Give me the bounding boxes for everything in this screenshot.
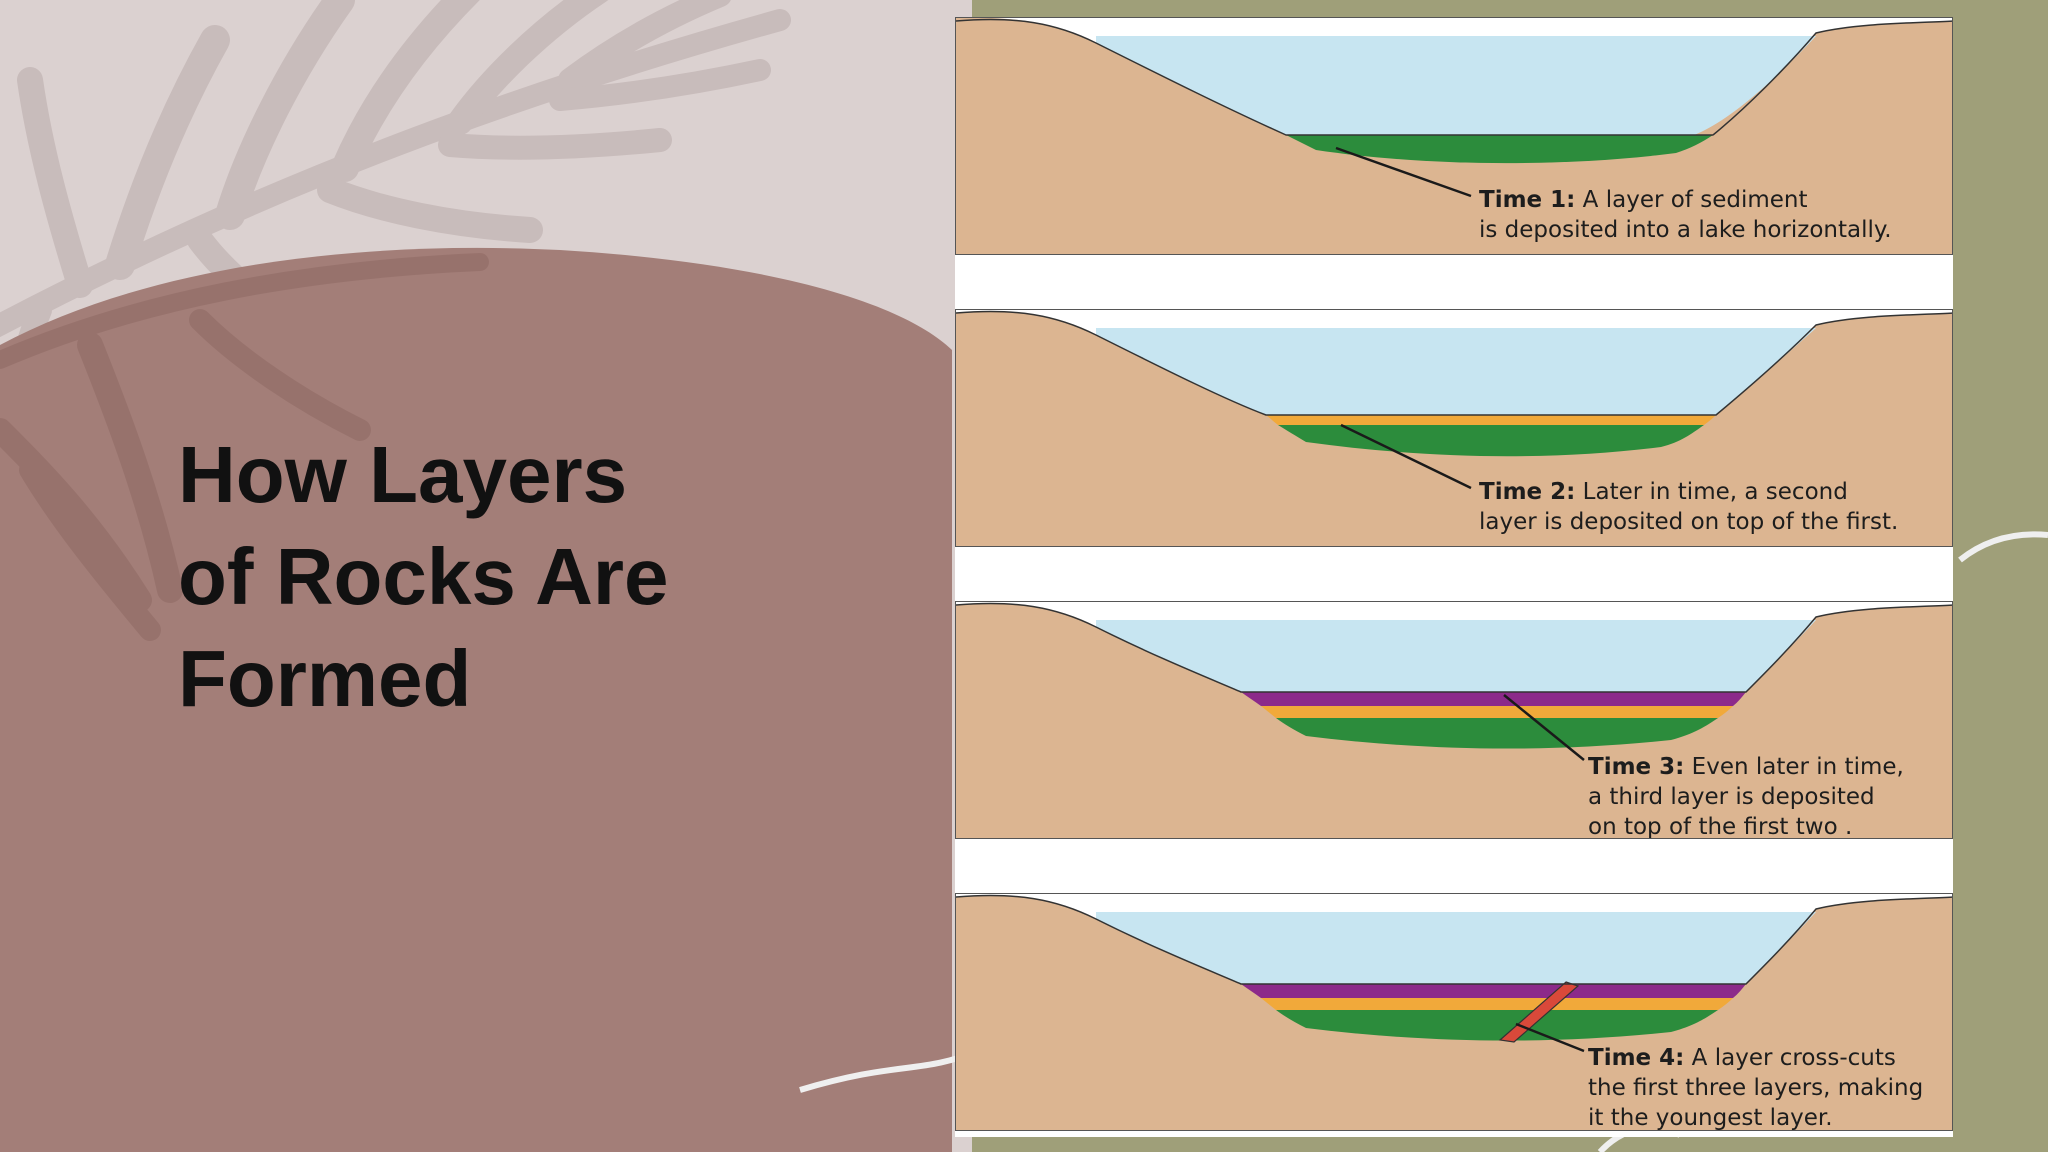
- time-2-label: Time 2:: [1479, 479, 1576, 505]
- sediment-layer-3: [1241, 984, 1746, 998]
- caption-line: Later in time, a second: [1582, 479, 1848, 505]
- diagram-panel-time-2: Time 2: Later in time, a second layer is…: [955, 309, 1953, 547]
- caption-line: Even later in time,: [1691, 754, 1904, 780]
- water-surface: [1096, 36, 1816, 135]
- pointer-line: [1340, 423, 1472, 490]
- title-line-3: Formed: [178, 634, 472, 723]
- sediment-layer-1: [1278, 425, 1704, 457]
- panel-4-caption: Time 4: A layer cross-cuts the first thr…: [1588, 1043, 1924, 1131]
- diagram-panel-time-3: Time 3: Even later in time, a third laye…: [955, 601, 1953, 839]
- title-line-1: How Layers: [178, 430, 628, 519]
- time-1-label: Time 1:: [1479, 187, 1576, 213]
- rock-layers-diagram: Time 1: A layer of sediment is deposited…: [955, 17, 1953, 1137]
- panel-4-illustration: [956, 894, 1952, 1130]
- caption-line: A layer of sediment: [1582, 187, 1808, 213]
- sediment-layer-2: [1261, 998, 1733, 1010]
- lake-basin-ground: [956, 311, 1952, 546]
- caption-line: on top of the first two .: [1588, 814, 1853, 839]
- sediment-layer-1: [1276, 718, 1718, 749]
- panel-3-illustration: [956, 602, 1952, 838]
- diagram-panel-time-4: Time 4: A layer cross-cuts the first thr…: [955, 893, 1953, 1131]
- ground-outline: [956, 602, 1952, 693]
- pointer-line: [1515, 1022, 1585, 1053]
- caption-line: the first three layers, making: [1588, 1075, 1924, 1101]
- caption-line: is deposited into a lake horizontally.: [1479, 217, 1892, 243]
- water-surface: [1096, 620, 1816, 692]
- caption-line: it the youngest layer.: [1588, 1105, 1833, 1131]
- panel-2-illustration: [956, 310, 1952, 546]
- lake-basin-ground: [956, 895, 1952, 1130]
- leaf-shadow-decoration: [0, 253, 489, 641]
- mauve-blob: [0, 247, 952, 1152]
- panel-1-caption: Time 1: A layer of sediment is deposited…: [1479, 185, 1892, 245]
- sediment-layer-1: [1276, 1010, 1718, 1041]
- lake-basin-ground: [956, 18, 1952, 254]
- time-4-label: Time 4:: [1588, 1045, 1685, 1071]
- water-surface: [1096, 328, 1816, 415]
- ground-outline: [956, 310, 1952, 416]
- diagram-panel-time-1: Time 1: A layer of sediment is deposited…: [955, 17, 1953, 255]
- caption-line: a third layer is deposited: [1588, 784, 1875, 810]
- panel-2-caption: Time 2: Later in time, a second layer is…: [1479, 477, 1898, 537]
- panel-3-caption: Time 3: Even later in time, a third laye…: [1588, 752, 1904, 839]
- sediment-layer-3: [1241, 692, 1746, 706]
- time-3-label: Time 3:: [1588, 754, 1685, 780]
- ground-outline: [956, 894, 1952, 985]
- panel-1-illustration: [956, 18, 1952, 254]
- pointer-line: [1335, 146, 1472, 198]
- caption-line: layer is deposited on top of the first.: [1479, 509, 1899, 535]
- pointer-line: [1503, 694, 1585, 761]
- slide-title: How Layers of Rocks Are Formed: [178, 424, 669, 730]
- title-line-2: of Rocks Are: [178, 532, 669, 621]
- sediment-layer-1: [1286, 135, 1713, 164]
- sediment-layer-2: [1261, 706, 1733, 718]
- ground-outline: [956, 18, 1952, 136]
- sediment-layer-2: [1266, 415, 1716, 425]
- water-surface: [1096, 912, 1816, 984]
- lake-basin-ground: [956, 603, 1952, 838]
- caption-line: A layer cross-cuts: [1691, 1045, 1896, 1071]
- white-curve-decoration-right: [1958, 531, 2048, 563]
